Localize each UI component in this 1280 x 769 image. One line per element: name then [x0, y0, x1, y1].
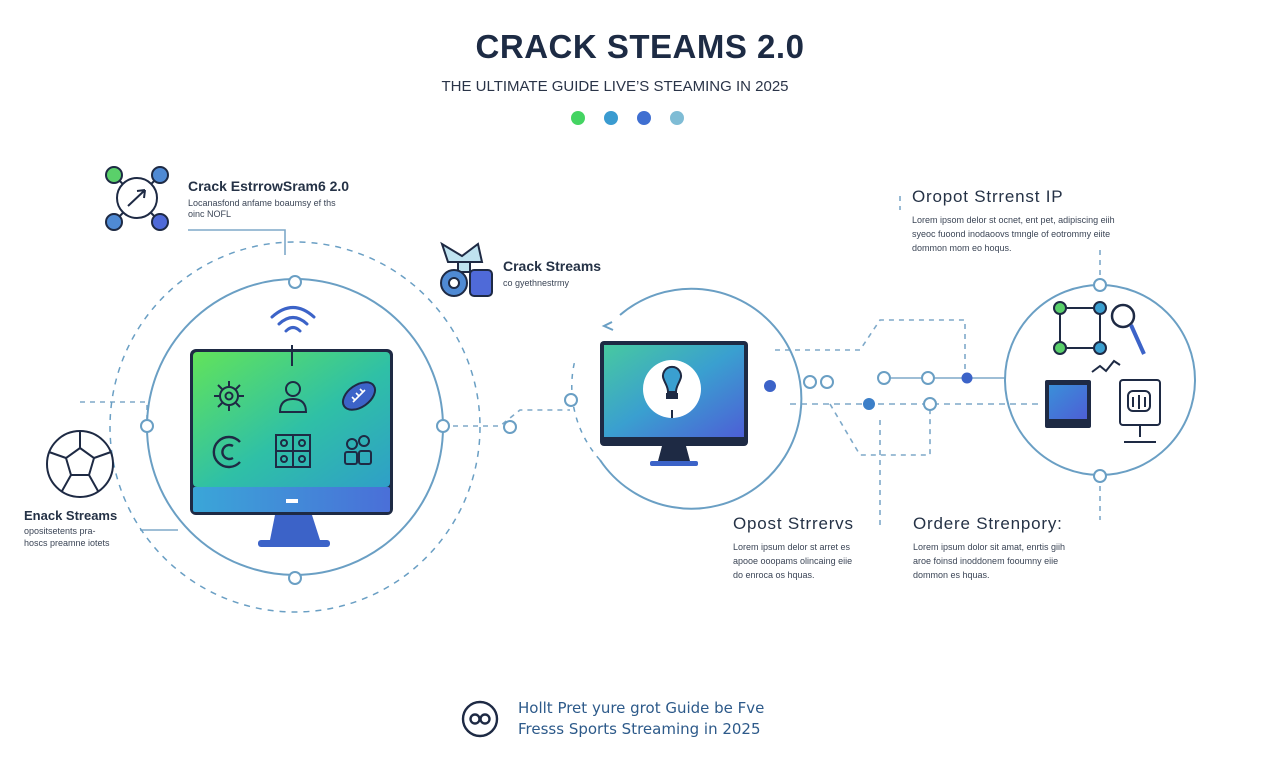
- label-top-left-line-1: Locanasfond anfame boaumsy ef ths: [188, 198, 336, 208]
- label-bottom-middle-line-1: Lorem ipsum delor st arret es: [733, 542, 851, 552]
- label-left-line-1: opositsetents pra-: [24, 526, 96, 536]
- label-top-left-title: Crack EstrrowSram6 2.0: [188, 178, 350, 194]
- label-bottom-middle: Opost Strrervs Lorem ipsum delor st arre…: [733, 514, 854, 582]
- label-top-right-line-3: dommon mom eo hoqus.: [912, 243, 1012, 253]
- footer-link-icon: [461, 700, 499, 738]
- label-bottom-right-line-2: aroe foinsd inoddonem fooumny eiie: [913, 556, 1059, 566]
- page-title: CRACK STEAMS 2.0: [475, 28, 805, 65]
- label-bottom-middle-title: Opost Strrervs: [733, 514, 854, 533]
- link-node-filled: [961, 372, 973, 384]
- link-node-filled-2: [863, 398, 875, 410]
- footer-caption: Hollt Pret yure grot Guide be Fve Fresss…: [518, 698, 764, 740]
- tablet-icon: [1119, 379, 1161, 443]
- gear-icon: [214, 381, 244, 411]
- label-left-title: Enack Streams: [24, 508, 118, 523]
- page-subtitle: THE ULTIMATE GUIDE LIVE’S STEAMING IN 20…: [441, 78, 789, 95]
- signal-zigzag-icon: [1091, 359, 1121, 373]
- connector-left-label: [80, 401, 148, 426]
- label-bottom-middle-line-2: apooe ooopams olincaing eiie: [733, 556, 853, 566]
- right-ring-nodes: [1093, 278, 1107, 483]
- football-icon: [341, 381, 377, 411]
- wifi-icon: [270, 306, 316, 333]
- label-bottom-right-line-3: dommon es hquas.: [913, 570, 990, 580]
- label-left: Enack Streams opositsetents pra- hoscs p…: [24, 508, 117, 549]
- team-grid-icon: [275, 434, 311, 468]
- progress-dot-4: [670, 111, 684, 125]
- label-top-right-line-2: syeoc fuoond inodaoovs tmngle of eotromm…: [912, 229, 1111, 239]
- progress-dot-2: [604, 111, 618, 125]
- left-monitor-icon: [190, 345, 393, 547]
- network-nodes-icon: [105, 166, 169, 231]
- connector-bottom-loop: [829, 403, 931, 456]
- refresh-circle-icon: [212, 435, 241, 469]
- label-bottom-right-line-1: Lorem ipsum dolor sit amat, enrtis giih: [913, 542, 1066, 552]
- left-ring-nodes: [140, 275, 450, 585]
- label-top-left-line-2: oinc NOFL: [188, 209, 232, 219]
- connector-lines: [80, 196, 1101, 531]
- label-left-line-2: hoscs preamne iotets: [24, 538, 110, 548]
- link-nodes: [803, 371, 937, 411]
- users-group-icon: [344, 435, 372, 465]
- streaming-gear-icon: [440, 241, 493, 297]
- center-ring-node-left: [564, 393, 578, 407]
- label-top-right-line-1: Lorem ipsom delor st ocnet, ent pet, adi…: [912, 215, 1115, 225]
- magnifier-icon: [1110, 303, 1146, 355]
- center-monitor-icon: [600, 341, 748, 466]
- network-graph-icon: [1053, 301, 1107, 355]
- label-center-title: Crack Streams: [503, 258, 602, 274]
- label-center-line-1: co gyethnestrmy: [503, 278, 570, 288]
- center-hub-ring: [571, 287, 803, 510]
- label-bottom-right-title: Ordere Strenpory:: [913, 514, 1063, 533]
- label-top-right-title: Oropot Strrenst IP: [912, 187, 1064, 206]
- soccer-ball-icon: [46, 430, 114, 498]
- small-monitor-icon: [1045, 380, 1091, 428]
- progress-dot-3: [637, 111, 651, 125]
- label-bottom-right: Ordere Strenpory: Lorem ipsum dolor sit …: [913, 514, 1065, 582]
- center-ring-node: [764, 380, 776, 392]
- footer-line-2: Fresss Sports Streaming in 2025: [518, 720, 761, 738]
- progress-dot-1: [571, 111, 585, 125]
- person-icon: [278, 381, 308, 413]
- label-top-left: Crack EstrrowSram6 2.0 Locanasfond anfam…: [188, 178, 349, 220]
- center-link-node: [503, 420, 517, 434]
- connector-center-right-upper: [775, 319, 966, 378]
- label-top-right: Oropot Strrenst IP Lorem ipsom delor st …: [912, 187, 1115, 255]
- label-bottom-middle-line-3: do enroca os hquas.: [733, 570, 815, 580]
- label-center: Crack Streams co gyethnestrmy: [503, 258, 601, 290]
- connector-top-left-label: [188, 229, 286, 255]
- footer-line-1: Hollt Pret yure grot Guide be Fve: [518, 699, 765, 717]
